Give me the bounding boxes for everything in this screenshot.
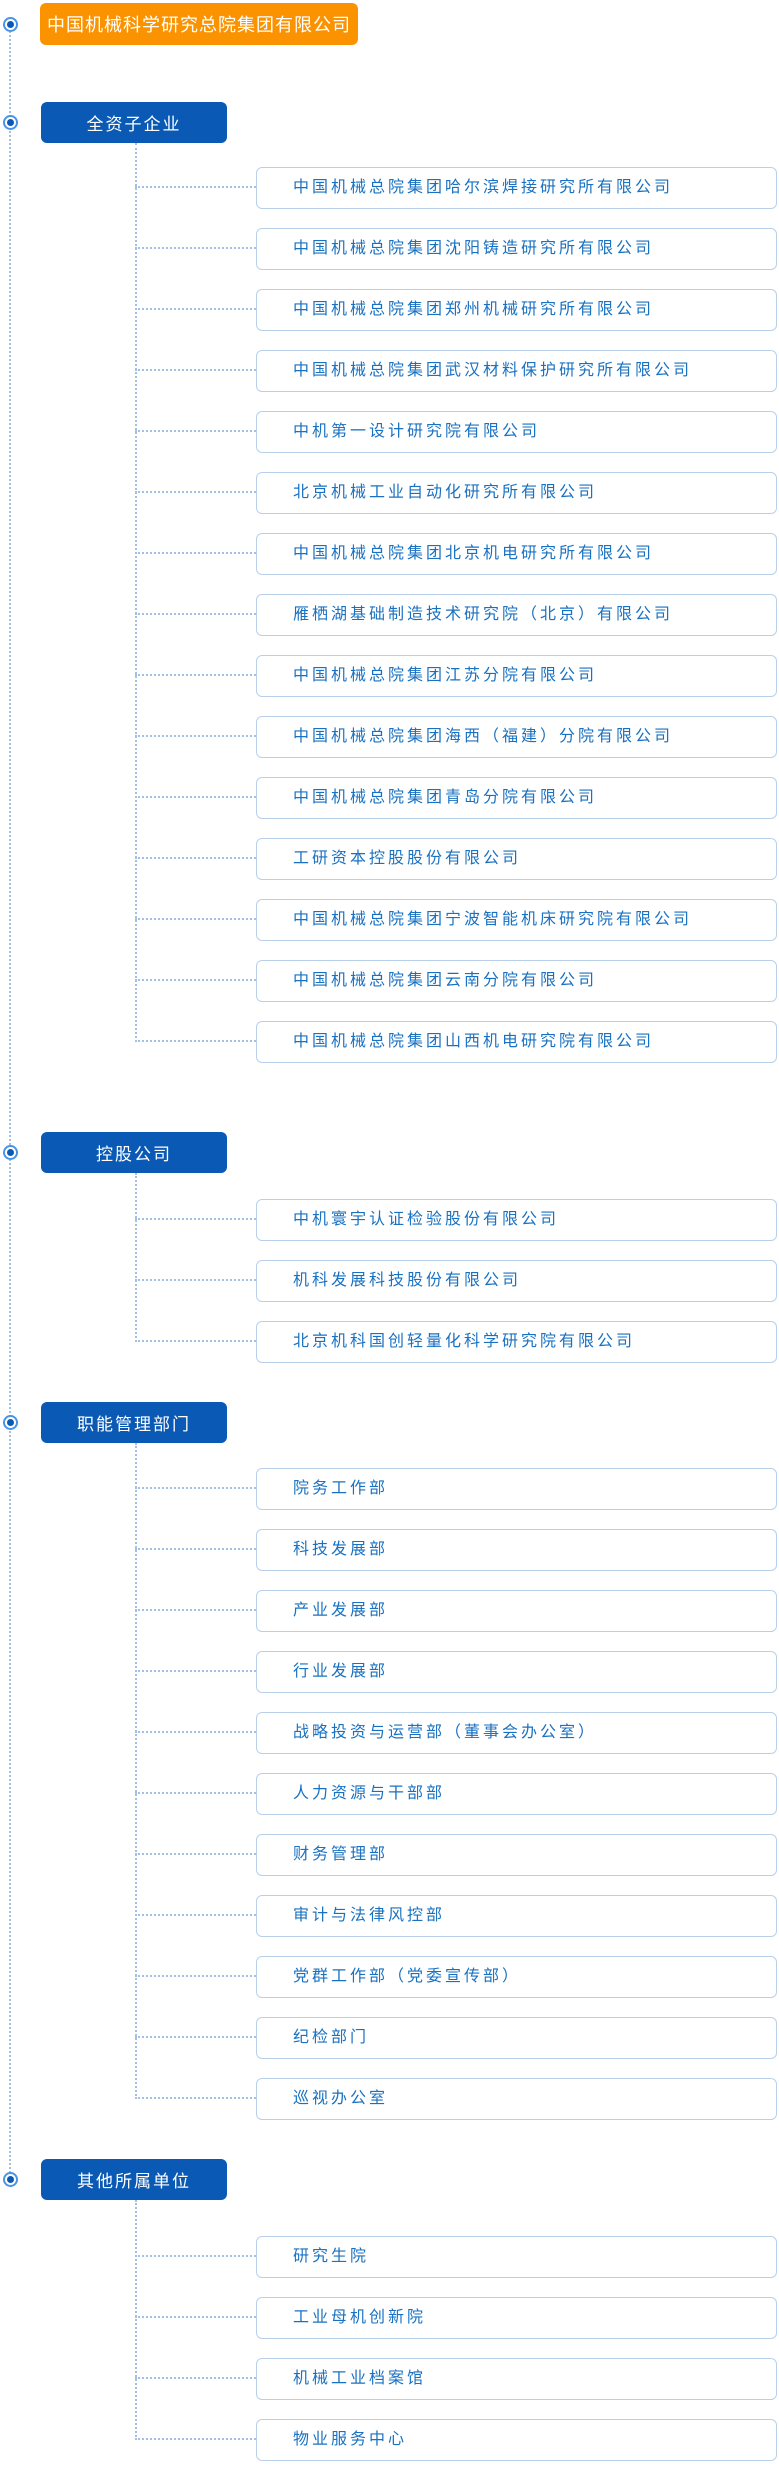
item-row: 雁栖湖基础制造技术研究院（北京）有限公司 (135, 594, 779, 636)
item-row: 中国机械总院集团宁波智能机床研究院有限公司 (135, 899, 779, 941)
org-item[interactable]: 科技发展部 (256, 1529, 777, 1571)
section-items: 中机寰宇认证检验股份有限公司机科发展科技股份有限公司北京机科国创轻量化科学研究院… (135, 1173, 779, 1363)
item-row: 人力资源与干部部 (135, 1773, 779, 1815)
org-item[interactable]: 机科发展科技股份有限公司 (256, 1260, 777, 1302)
org-item[interactable]: 中国机械总院集团山西机电研究院有限公司 (256, 1021, 777, 1063)
item-row: 物业服务中心 (135, 2419, 779, 2461)
item-row: 中国机械总院集团沈阳铸造研究所有限公司 (135, 228, 779, 270)
org-item[interactable]: 中机第一设计研究院有限公司 (256, 411, 777, 453)
section-header-row: 全资子企业 (0, 102, 779, 143)
item-row: 机科发展科技股份有限公司 (135, 1260, 779, 1302)
radio-dot-icon[interactable] (3, 16, 18, 32)
section-items: 院务工作部科技发展部产业发展部行业发展部战略投资与运营部（董事会办公室） 人力资源… (135, 1443, 779, 2120)
item-row: 中机寰宇认证检验股份有限公司 (135, 1199, 779, 1241)
item-row: 中国机械总院集团武汉材料保护研究所有限公司 (135, 350, 779, 392)
org-item[interactable]: 中国机械总院集团哈尔滨焊接研究所有限公司 (256, 167, 777, 209)
section-button[interactable]: 控股公司 (41, 1132, 227, 1173)
item-row: 纪检部门 (135, 2017, 779, 2059)
root-row: 中国机械科学研究总院集团有限公司 (0, 3, 779, 45)
item-row: 工业母机创新院 (135, 2297, 779, 2339)
item-row: 党群工作部（党委宣传部） (135, 1956, 779, 1998)
item-row: 机械工业档案馆 (135, 2358, 779, 2400)
org-item[interactable]: 财务管理部 (256, 1834, 777, 1876)
section-branch-2: 控股公司 中机寰宇认证检验股份有限公司机科发展科技股份有限公司北京机科国创轻量化… (0, 1132, 779, 1363)
org-item[interactable]: 中国机械总院集团江苏分院有限公司 (256, 655, 777, 697)
radio-dot-icon[interactable] (3, 2172, 18, 2187)
item-row: 中国机械总院集团郑州机械研究所有限公司 (135, 289, 779, 331)
item-row: 财务管理部 (135, 1834, 779, 1876)
org-item[interactable]: 中国机械总院集团沈阳铸造研究所有限公司 (256, 228, 777, 270)
org-chart: 中国机械科学研究总院集团有限公司 全资子企业 中国机械总院集团哈尔滨焊接研究所有… (0, 3, 779, 2469)
org-item[interactable]: 雁栖湖基础制造技术研究院（北京）有限公司 (256, 594, 777, 636)
item-row: 中国机械总院集团江苏分院有限公司 (135, 655, 779, 697)
radio-dot-icon[interactable] (3, 1145, 18, 1160)
item-row: 研究生院 (135, 2236, 779, 2278)
section-items: 研究生院工业母机创新院机械工业档案馆物业服务中心 (135, 2200, 779, 2461)
org-item[interactable]: 战略投资与运营部（董事会办公室） (256, 1712, 777, 1754)
item-row: 科技发展部 (135, 1529, 779, 1571)
org-item[interactable]: 行业发展部 (256, 1651, 777, 1693)
item-row: 战略投资与运营部（董事会办公室） (135, 1712, 779, 1754)
org-item[interactable]: 党群工作部（党委宣传部） (256, 1956, 777, 1998)
root-node[interactable]: 中国机械科学研究总院集团有限公司 (40, 3, 358, 45)
org-item[interactable]: 北京机科国创轻量化科学研究院有限公司 (256, 1321, 777, 1363)
item-row: 中国机械总院集团云南分院有限公司 (135, 960, 779, 1002)
item-row: 北京机科国创轻量化科学研究院有限公司 (135, 1321, 779, 1363)
org-item[interactable]: 人力资源与干部部 (256, 1773, 777, 1815)
item-row: 院务工作部 (135, 1468, 779, 1510)
section-header-row: 控股公司 (0, 1132, 779, 1173)
section-header-row: 职能管理部门 (0, 1402, 779, 1443)
org-item[interactable]: 中机寰宇认证检验股份有限公司 (256, 1199, 777, 1241)
item-row: 北京机械工业自动化研究所有限公司 (135, 472, 779, 514)
org-item[interactable]: 北京机械工业自动化研究所有限公司 (256, 472, 777, 514)
radio-dot-icon[interactable] (3, 1415, 18, 1430)
org-item[interactable]: 研究生院 (256, 2236, 777, 2278)
org-item[interactable]: 中国机械总院集团郑州机械研究所有限公司 (256, 289, 777, 331)
radio-dot-icon[interactable] (3, 115, 18, 130)
item-row: 中国机械总院集团哈尔滨焊接研究所有限公司 (135, 167, 779, 209)
org-item[interactable]: 工业母机创新院 (256, 2297, 777, 2339)
section-branch-4: 其他所属单位 研究生院工业母机创新院机械工业档案馆物业服务中心 (0, 2159, 779, 2461)
section-button[interactable]: 其他所属单位 (41, 2159, 227, 2200)
section-items: 中国机械总院集团哈尔滨焊接研究所有限公司中国机械总院集团沈阳铸造研究所有限公司中… (135, 143, 779, 1063)
item-row: 审计与法律风控部 (135, 1895, 779, 1937)
org-item[interactable]: 物业服务中心 (256, 2419, 777, 2461)
org-item[interactable]: 纪检部门 (256, 2017, 777, 2059)
org-item[interactable]: 审计与法律风控部 (256, 1895, 777, 1937)
item-row: 中国机械总院集团青岛分院有限公司 (135, 777, 779, 819)
org-item[interactable]: 产业发展部 (256, 1590, 777, 1632)
tree-spine-connector (9, 24, 11, 2180)
item-row: 行业发展部 (135, 1651, 779, 1693)
section-button[interactable]: 职能管理部门 (41, 1402, 227, 1443)
item-row: 产业发展部 (135, 1590, 779, 1632)
org-item[interactable]: 工研资本控股股份有限公司 (256, 838, 777, 880)
org-item[interactable]: 中国机械总院集团宁波智能机床研究院有限公司 (256, 899, 777, 941)
section-branch-3: 职能管理部门 院务工作部科技发展部产业发展部行业发展部战略投资与运营部（董事会办… (0, 1402, 779, 2120)
org-item[interactable]: 中国机械总院集团海西（福建）分院有限公司 (256, 716, 777, 758)
section-branch-1: 全资子企业 中国机械总院集团哈尔滨焊接研究所有限公司中国机械总院集团沈阳铸造研究… (0, 102, 779, 1063)
item-row: 巡视办公室 (135, 2078, 779, 2120)
org-item[interactable]: 巡视办公室 (256, 2078, 777, 2120)
item-row: 中机第一设计研究院有限公司 (135, 411, 779, 453)
item-row: 中国机械总院集团北京机电研究所有限公司 (135, 533, 779, 575)
org-item[interactable]: 院务工作部 (256, 1468, 777, 1510)
section-button[interactable]: 全资子企业 (41, 102, 227, 143)
item-row: 中国机械总院集团山西机电研究院有限公司 (135, 1021, 779, 1063)
org-item[interactable]: 机械工业档案馆 (256, 2358, 777, 2400)
org-item[interactable]: 中国机械总院集团武汉材料保护研究所有限公司 (256, 350, 777, 392)
org-item[interactable]: 中国机械总院集团北京机电研究所有限公司 (256, 533, 777, 575)
sections-container: 全资子企业 中国机械总院集团哈尔滨焊接研究所有限公司中国机械总院集团沈阳铸造研究… (0, 102, 779, 2461)
org-item[interactable]: 中国机械总院集团青岛分院有限公司 (256, 777, 777, 819)
item-row: 中国机械总院集团海西（福建）分院有限公司 (135, 716, 779, 758)
org-item[interactable]: 中国机械总院集团云南分院有限公司 (256, 960, 777, 1002)
section-header-row: 其他所属单位 (0, 2159, 779, 2200)
item-row: 工研资本控股股份有限公司 (135, 838, 779, 880)
